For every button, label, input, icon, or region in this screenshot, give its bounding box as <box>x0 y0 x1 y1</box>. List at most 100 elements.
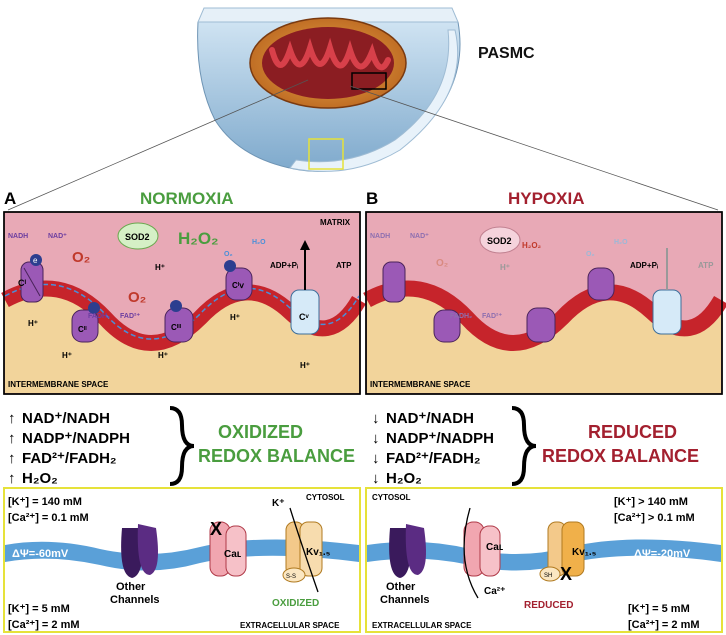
cell-label: PASMC <box>478 45 535 62</box>
complex-iii-b <box>526 307 556 343</box>
svg-text:SH: SH <box>544 573 552 579</box>
svg-text:Kv₁.₅: Kv₁.₅ <box>306 547 331 558</box>
svg-text:ATP: ATP <box>336 261 352 270</box>
complex-v-b <box>652 289 682 335</box>
panel-a-mito-box: MATRIX INTERMEMBRANE SPACE Cᴵ e Cᴵᴵ Cᴵᴵᴵ… <box>1 211 366 395</box>
h2o2-b: H₂O₂ <box>522 241 542 250</box>
svg-text:[K⁺] = 5 mM: [K⁺] = 5 mM <box>8 603 70 615</box>
svg-text:H₂O₂: H₂O₂ <box>386 470 422 487</box>
svg-text:FAD²⁺: FAD²⁺ <box>482 313 502 320</box>
svg-text:Caʟ: Caʟ <box>486 542 504 553</box>
svg-text:ADP+Pᵢ: ADP+Pᵢ <box>630 261 658 270</box>
svg-text:H⁺: H⁺ <box>155 263 165 272</box>
superoxide-b: O₂ <box>436 258 448 269</box>
matrix-label: MATRIX <box>320 218 351 227</box>
state-a: OXIDIZED <box>272 598 319 609</box>
svg-text:Other: Other <box>386 581 416 593</box>
svg-text:Channels: Channels <box>110 594 160 606</box>
svg-text:K⁺: K⁺ <box>272 498 285 509</box>
potential-a: ΔΨ=-60mV <box>12 548 69 560</box>
svg-text:NAD⁺: NAD⁺ <box>410 233 429 240</box>
svg-text:EXTRACELLULAR SPACE: EXTRACELLULAR SPACE <box>372 621 472 630</box>
svg-text:NAD⁺/NADH: NAD⁺/NADH <box>22 410 110 427</box>
svg-text:NADH: NADH <box>8 233 28 240</box>
sod2-a: SOD2 <box>117 222 159 250</box>
complex-iii-a: Cᴵᴵᴵ <box>164 300 194 343</box>
svg-text:H⁺: H⁺ <box>62 351 72 360</box>
svg-text:[K⁺] > 140 mM: [K⁺] > 140 mM <box>614 496 688 508</box>
panel-a-letter: A <box>4 189 16 208</box>
svg-text:H⁺: H⁺ <box>158 351 168 360</box>
panel-a-title: NORMOXIA <box>140 189 234 208</box>
svg-text:↑: ↑ <box>8 410 16 427</box>
svg-text:Cᴵᴵ: Cᴵᴵ <box>78 325 87 334</box>
panel-b-ratios: ↓ NAD⁺/NADH ↓ NADP⁺/NADPH ↓ FAD²⁺/FADH₂ … <box>372 406 699 487</box>
zoom-box-membrane <box>308 138 344 170</box>
svg-text:Cᵛ: Cᵛ <box>299 312 309 322</box>
superoxide-a: O₂ <box>72 249 90 266</box>
svg-text:↓: ↓ <box>372 410 380 427</box>
svg-text:CYTOSOL: CYTOSOL <box>306 493 345 502</box>
svg-text:H₂O: H₂O <box>252 239 266 246</box>
complex-ii-b <box>433 309 461 343</box>
svg-text:↑: ↑ <box>8 470 16 487</box>
panel-b-mito-box: INTERMEMBRANE SPACE NADH NAD⁺ FADH₂ FAD²… <box>363 211 726 395</box>
svg-text:Ca²⁺: Ca²⁺ <box>484 586 505 597</box>
panel-a-ratios: ↑ NAD⁺/NADH ↑ NADP⁺/NADPH ↑ FAD²⁺/FADH₂ … <box>8 406 355 487</box>
other-channels-b: Other Channels <box>380 524 430 606</box>
svg-text:CYTOSOL: CYTOSOL <box>372 493 411 502</box>
panel-b-title: HYPOXIA <box>508 189 585 208</box>
svg-text:O₂: O₂ <box>586 251 595 258</box>
svg-text:e: e <box>33 256 38 265</box>
svg-text:↓: ↓ <box>372 450 380 467</box>
svg-text:FADH₂: FADH₂ <box>450 313 472 320</box>
svg-text:FADH₂: FADH₂ <box>88 313 110 320</box>
svg-text:H⁺: H⁺ <box>500 263 510 272</box>
panel-a-membrane-box: [K⁺] = 140 mM [Ca²⁺] = 0.1 mM ΔΨ=-60mV [… <box>3 487 361 633</box>
svg-text:H⁺: H⁺ <box>300 361 310 370</box>
svg-text:[Ca²⁺] > 0.1 mM: [Ca²⁺] > 0.1 mM <box>614 512 695 524</box>
block-x-b: X <box>560 564 572 584</box>
panel-b-letter: B <box>366 189 378 208</box>
ims-label-a: INTERMEMBRANE SPACE <box>8 380 109 389</box>
h2o2-a: H₂O₂ <box>178 229 219 248</box>
block-x-a: X <box>210 519 222 539</box>
zoom-box-mito <box>351 72 387 90</box>
svg-text:H⁺: H⁺ <box>28 319 38 328</box>
svg-text:NADH: NADH <box>370 233 390 240</box>
complex-i-a: Cᴵ e <box>18 254 44 303</box>
svg-text:SOD2: SOD2 <box>487 236 512 246</box>
sod2-b: SOD2 <box>479 226 521 254</box>
balance-b-1: REDUCED <box>588 422 677 442</box>
svg-text:Channels: Channels <box>380 594 430 606</box>
ims-label-b: INTERMEMBRANE SPACE <box>370 380 471 389</box>
svg-text:[Ca²⁺] = 0.1 mM: [Ca²⁺] = 0.1 mM <box>8 512 89 524</box>
other-channels-a: Other Channels <box>110 524 160 606</box>
svg-text:Cᴵⅴ: Cᴵⅴ <box>232 281 244 290</box>
svg-text:H₂O: H₂O <box>614 239 628 246</box>
svg-text:[Ca²⁺] = 2 mM: [Ca²⁺] = 2 mM <box>628 619 700 631</box>
svg-text:H⁺: H⁺ <box>230 313 240 322</box>
svg-text:↓: ↓ <box>372 430 380 447</box>
balance-b-2: REDOX BALANCE <box>542 446 699 466</box>
complex-iv-b <box>587 267 615 301</box>
svg-text:FAD²⁺: FAD²⁺ <box>120 313 140 320</box>
svg-text:S-S: S-S <box>286 574 296 580</box>
svg-text:[K⁺] = 140 mM: [K⁺] = 140 mM <box>8 496 82 508</box>
potential-b: ΔΨ=-20mV <box>634 548 691 560</box>
svg-text:[Ca²⁺] = 2 mM: [Ca²⁺] = 2 mM <box>8 619 80 631</box>
svg-text:↑: ↑ <box>8 450 16 467</box>
svg-text:NAD⁺/NADH: NAD⁺/NADH <box>386 410 474 427</box>
kv-channel-a: Kv₁.₅ S-S K⁺ OXIDIZED <box>272 498 331 609</box>
svg-text:EXTRACELLULAR SPACE: EXTRACELLULAR SPACE <box>240 621 340 630</box>
svg-text:↑: ↑ <box>8 430 16 447</box>
svg-text:Cᴵ: Cᴵ <box>18 278 26 288</box>
balance-a-2: REDOX BALANCE <box>198 446 355 466</box>
svg-text:NAD⁺: NAD⁺ <box>48 233 67 240</box>
complex-i-b <box>382 261 406 303</box>
svg-text:O₂: O₂ <box>224 251 233 258</box>
complex-v-a: Cᵛ <box>290 240 320 335</box>
svg-text:Kv₁.₅: Kv₁.₅ <box>572 547 597 558</box>
balance-a-1: OXIDIZED <box>218 422 303 442</box>
